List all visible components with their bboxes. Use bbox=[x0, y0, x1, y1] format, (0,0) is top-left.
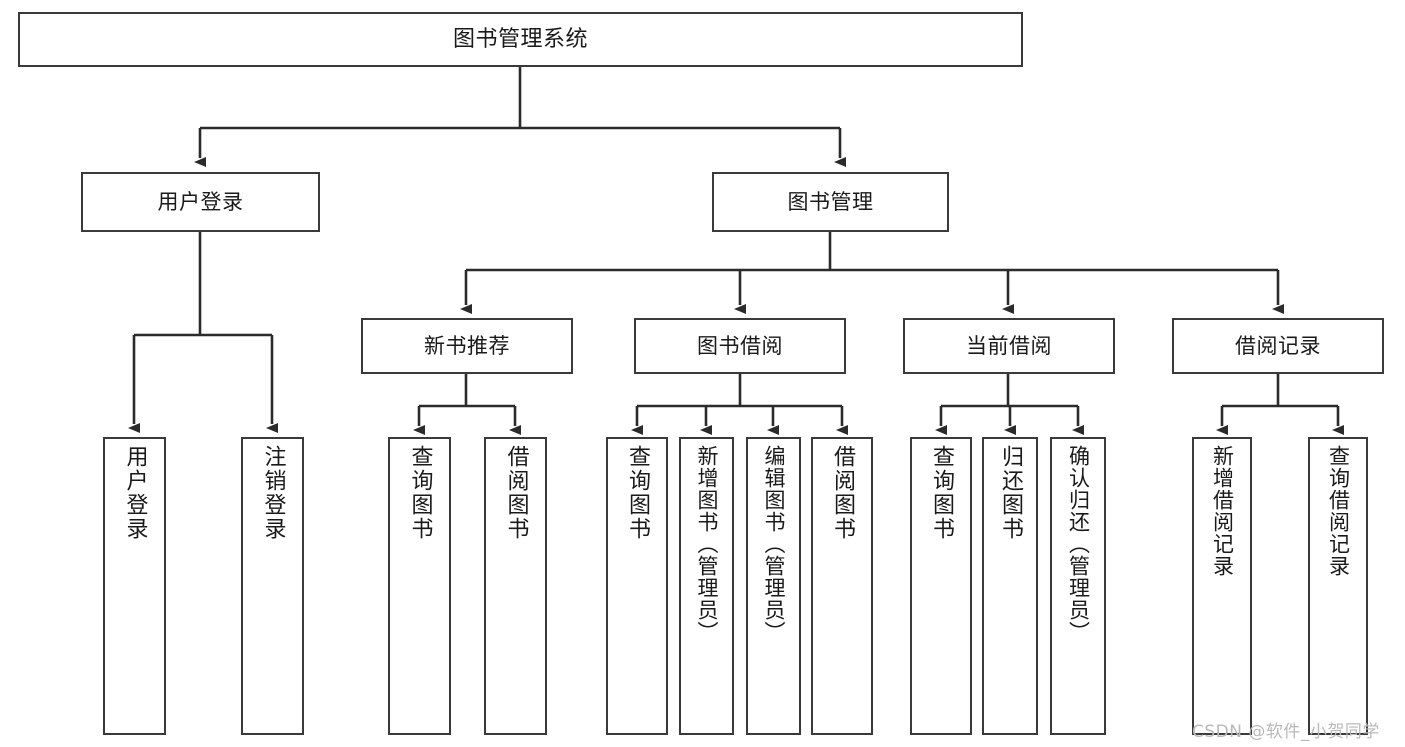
node-current-borrow-label: 当前借阅 bbox=[966, 333, 1052, 358]
node-leaf-query-book-2-label: 查询图书 bbox=[625, 445, 650, 541]
node-leaf-query-book-2[interactable]: 查询图书 bbox=[606, 437, 668, 735]
node-leaf-add-record-label: 新增借阅记录 bbox=[1210, 445, 1235, 577]
node-leaf-query-book-1[interactable]: 查询图书 bbox=[388, 437, 451, 735]
node-root-label: 图书管理系统 bbox=[452, 26, 588, 52]
node-leaf-add-book[interactable]: 新增图书（管理员） bbox=[679, 437, 734, 735]
node-leaf-return-book-label: 归还图书 bbox=[998, 445, 1023, 541]
node-borrow-record-label: 借阅记录 bbox=[1235, 333, 1321, 358]
node-book-management-label: 图书管理 bbox=[787, 189, 874, 214]
node-book-borrow-label: 图书借阅 bbox=[697, 333, 783, 358]
node-leaf-edit-book[interactable]: 编辑图书（管理员） bbox=[746, 437, 801, 735]
node-leaf-borrow-book-2[interactable]: 借阅图书 bbox=[811, 437, 873, 735]
node-leaf-edit-book-label: 编辑图书（管理员） bbox=[762, 445, 786, 643]
csdn-watermark: CSDN @软件_小贺同学 bbox=[1192, 722, 1380, 742]
node-leaf-query-book-1-label: 查询图书 bbox=[407, 445, 433, 541]
node-leaf-query-record[interactable]: 查询借阅记录 bbox=[1308, 437, 1368, 735]
node-leaf-user-login[interactable]: 用户登录 bbox=[103, 437, 166, 735]
node-leaf-user-login-label: 用户登录 bbox=[122, 445, 148, 541]
node-book-management[interactable]: 图书管理 bbox=[712, 172, 949, 232]
node-leaf-logout-login[interactable]: 注销登录 bbox=[241, 437, 304, 735]
node-leaf-add-book-label: 新增图书（管理员） bbox=[695, 445, 719, 643]
node-leaf-return-book[interactable]: 归还图书 bbox=[982, 437, 1038, 735]
node-leaf-confirm-return-label: 确认归还（管理员） bbox=[1066, 445, 1091, 643]
node-leaf-query-book-3[interactable]: 查询图书 bbox=[910, 437, 972, 735]
node-new-book-recommend[interactable]: 新书推荐 bbox=[361, 318, 573, 374]
node-book-borrow[interactable]: 图书借阅 bbox=[634, 318, 846, 374]
node-leaf-query-book-3-label: 查询图书 bbox=[929, 445, 954, 541]
node-current-borrow[interactable]: 当前借阅 bbox=[903, 318, 1115, 374]
node-new-book-recommend-label: 新书推荐 bbox=[424, 333, 510, 358]
node-leaf-confirm-return[interactable]: 确认归还（管理员） bbox=[1050, 437, 1106, 735]
node-leaf-borrow-book-2-label: 借阅图书 bbox=[830, 445, 855, 541]
node-leaf-add-record[interactable]: 新增借阅记录 bbox=[1192, 437, 1252, 735]
node-leaf-borrow-book-1[interactable]: 借阅图书 bbox=[484, 437, 547, 735]
node-user-login-label: 用户登录 bbox=[157, 189, 244, 214]
node-leaf-query-record-label: 查询借阅记录 bbox=[1326, 445, 1351, 577]
node-borrow-record[interactable]: 借阅记录 bbox=[1172, 318, 1384, 374]
node-leaf-logout-login-label: 注销登录 bbox=[260, 445, 286, 541]
node-leaf-borrow-book-1-label: 借阅图书 bbox=[503, 445, 529, 541]
node-user-login[interactable]: 用户登录 bbox=[81, 172, 320, 232]
node-root[interactable]: 图书管理系统 bbox=[18, 12, 1023, 67]
